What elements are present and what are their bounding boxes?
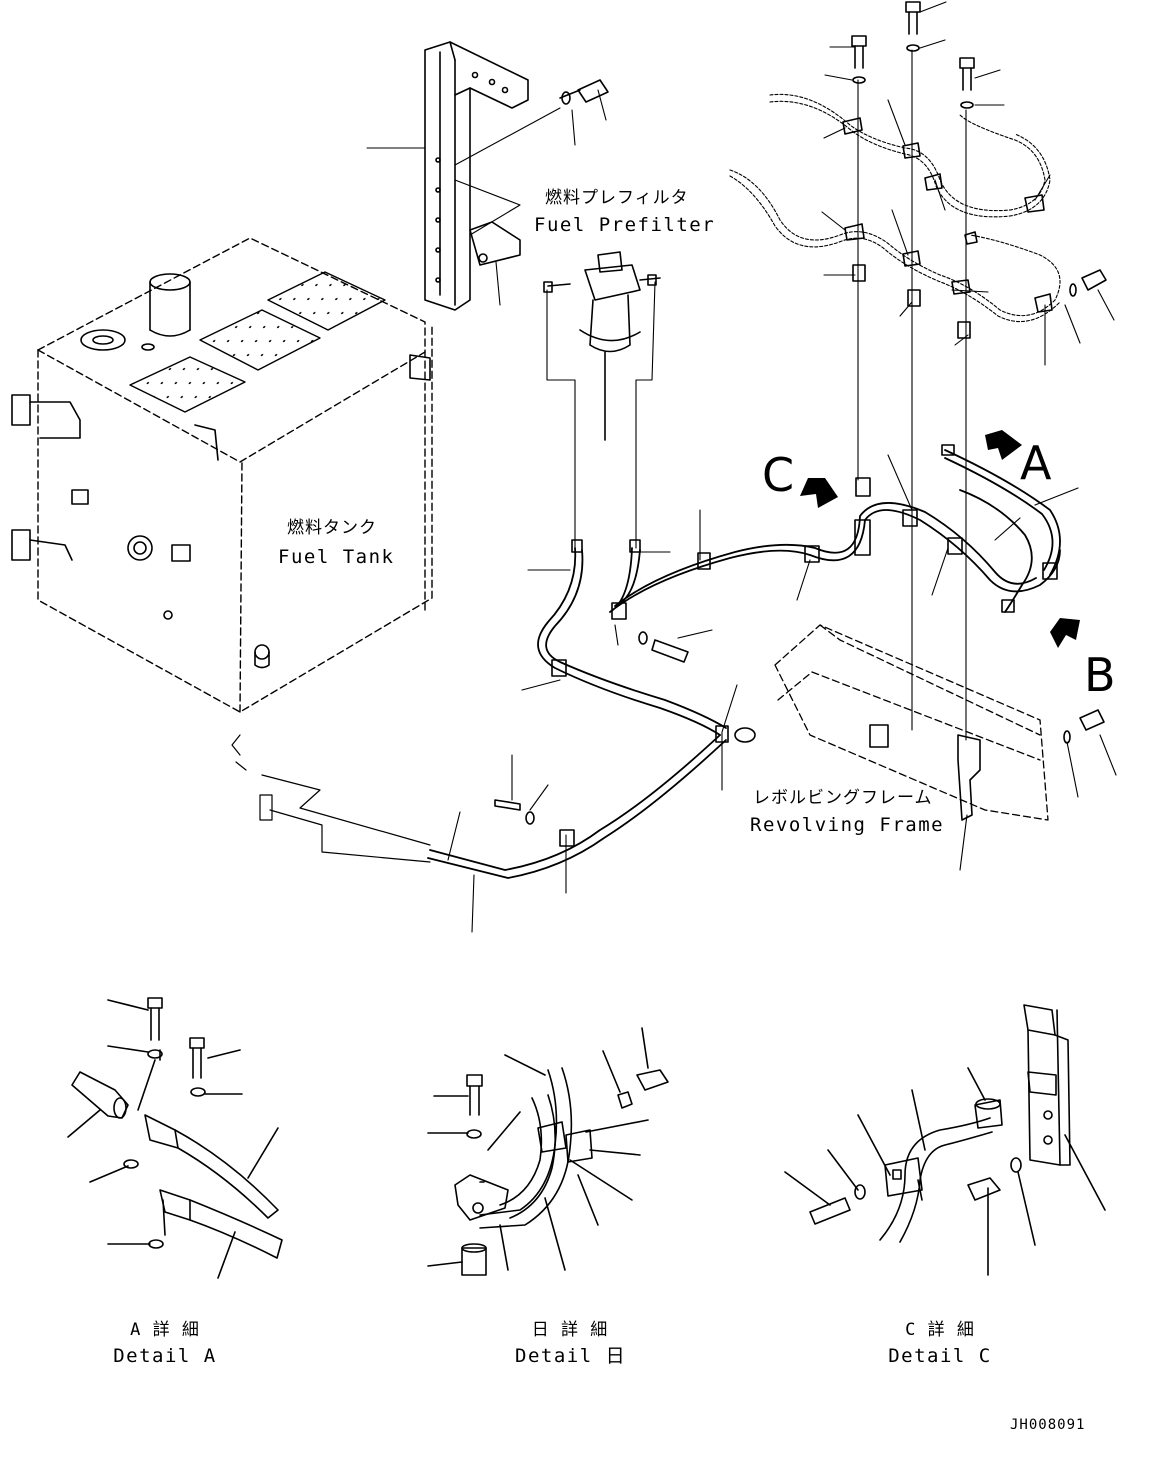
detail-a-jp-label: A 詳 細 <box>130 1320 200 1340</box>
frame-bracket <box>869 724 981 821</box>
drawing-number: JH008091 <box>1010 1417 1086 1433</box>
small-bolts-mid <box>494 631 689 825</box>
detail-c-jp-label: C 詳 細 <box>905 1320 975 1340</box>
harness-clips <box>842 117 1053 313</box>
fuel-prefilter-en-label: Fuel Prefilter <box>534 214 716 236</box>
filler-neck <box>80 273 191 351</box>
detail-b-drawing <box>427 1027 669 1276</box>
bracket-bolt <box>559 79 609 105</box>
fuel-tank-en-label: Fuel Tank <box>278 546 395 568</box>
fuel-tank-top-plates <box>129 271 386 413</box>
detail-c-drawing <box>784 1004 1106 1276</box>
hose-clamps <box>551 444 1058 847</box>
detail-a-en-label: Detail A <box>113 1345 217 1367</box>
revolving-frame-en-label: Revolving Frame <box>750 814 945 836</box>
fuel-prefilter-body <box>543 251 661 441</box>
tank-side-fittings <box>11 354 431 669</box>
fuel-tank <box>37 237 433 713</box>
view-marker-c: C <box>762 448 795 502</box>
fuel-tank-jp-label: 燃料タンク <box>287 518 377 538</box>
view-marker-b: B <box>1084 648 1116 702</box>
fuel-hose-main <box>427 449 1061 879</box>
detail-b-jp-label: 日 詳 細 <box>531 1320 609 1340</box>
filter-bracket <box>424 41 529 311</box>
harness-upper <box>729 93 1061 323</box>
view-arrows <box>800 430 1080 648</box>
detail-c-en-label: Detail C <box>888 1345 992 1367</box>
detail-b-en-label: Detail 日 <box>515 1345 627 1367</box>
vertical-bolt-lines <box>857 49 967 741</box>
view-marker-a: A <box>1020 436 1052 490</box>
tank-connection <box>231 734 431 863</box>
detail-a-drawing <box>67 997 283 1279</box>
fuel-prefilter-jp-label: 燃料プレフィルタ <box>545 188 689 208</box>
leader-lines <box>366 1 1117 933</box>
revolving-frame-jp-label: レボルビングフレーム <box>753 788 933 808</box>
revolving-frame <box>774 624 1049 821</box>
